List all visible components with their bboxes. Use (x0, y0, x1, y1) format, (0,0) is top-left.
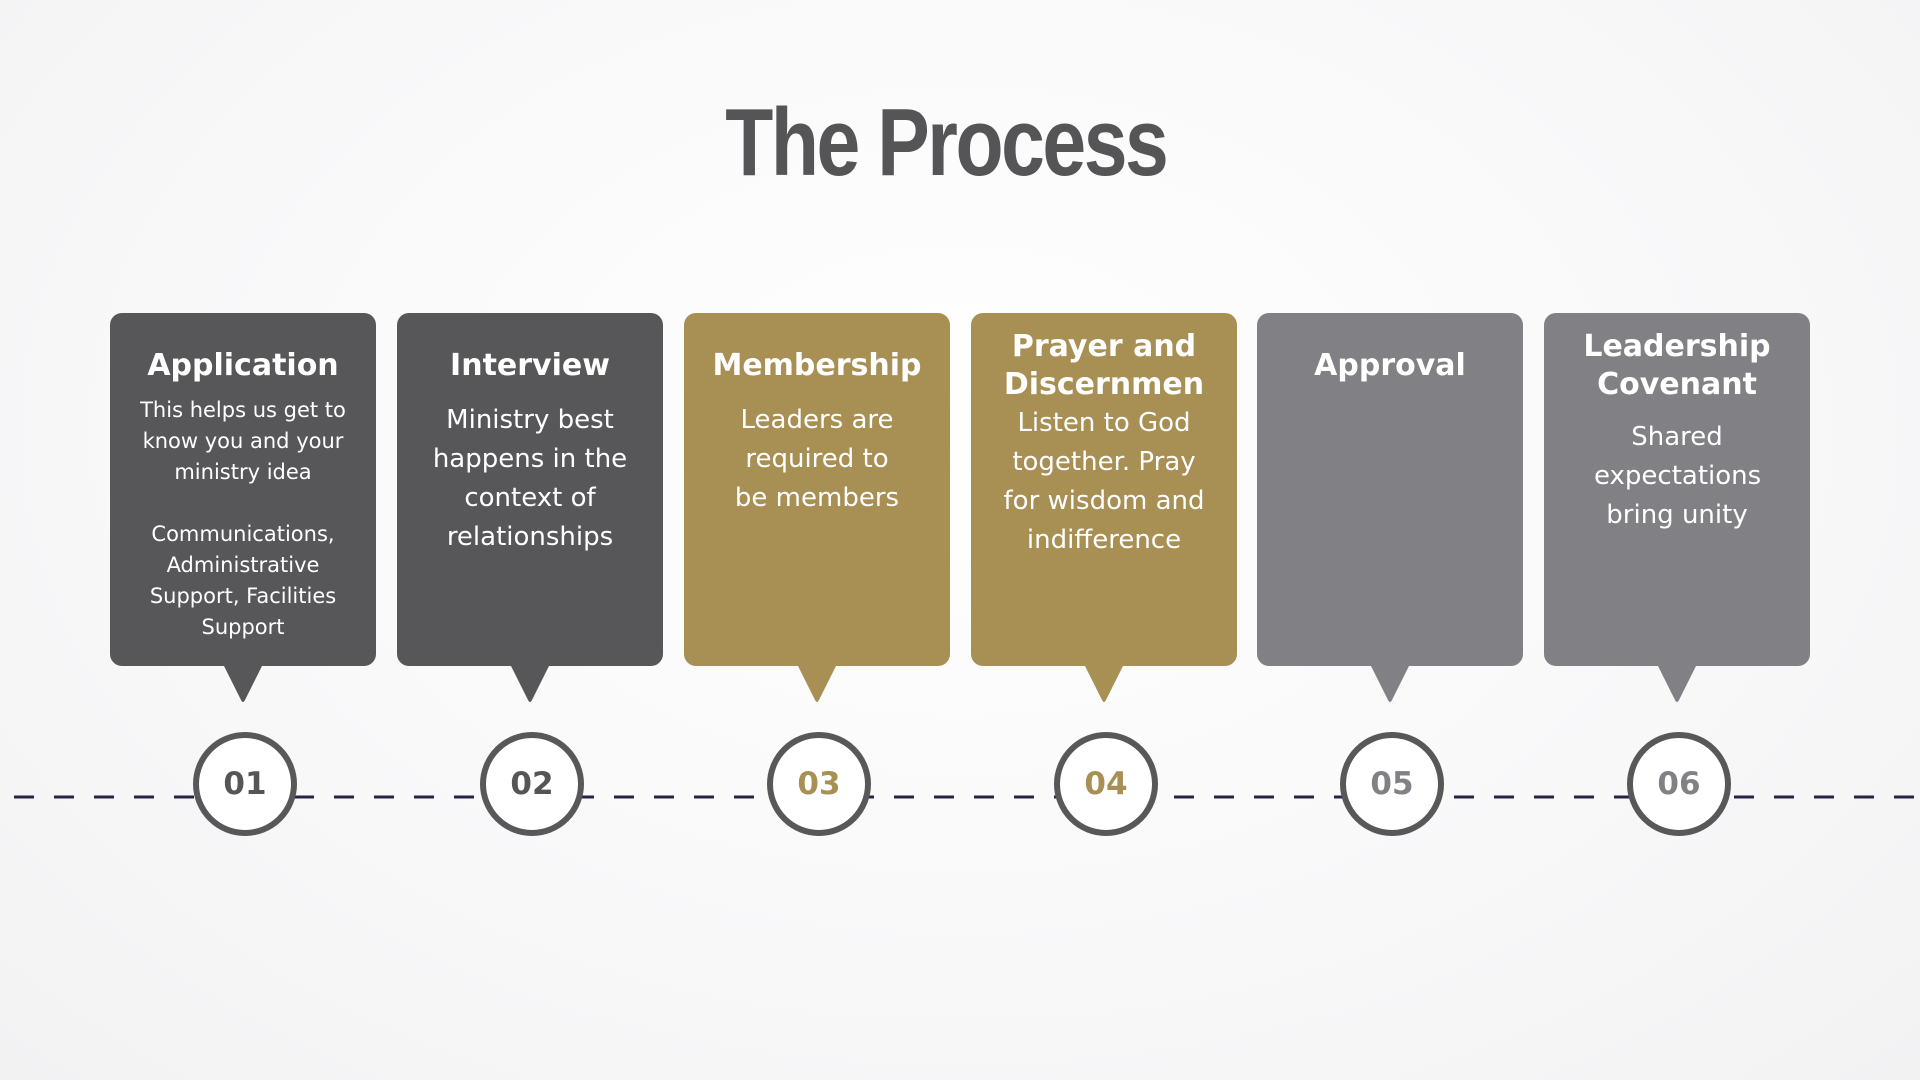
step-body: This helps us get to know you and your m… (140, 398, 346, 484)
step-card-interview: Interview Ministry best happens in the c… (397, 313, 663, 702)
card-pointer (510, 664, 550, 702)
step-heading: Leadership Covenant (1583, 329, 1771, 402)
card-pointer (223, 664, 263, 702)
step-number-03: 03 (767, 732, 871, 836)
card-pointer (1657, 664, 1697, 702)
step-number-06: 06 (1627, 732, 1731, 836)
step-card-application: Application This helps us get to know yo… (110, 313, 376, 702)
step-heading: Application (147, 348, 339, 383)
step-heading: Interview (450, 348, 610, 383)
step-body: Listen to God together. Pray for wisdom … (1003, 408, 1205, 555)
step-heading: Prayer and Discernmen (1003, 329, 1205, 402)
step-heading: Membership (712, 348, 922, 383)
step-card-prayer-and-discernment: Prayer and Discernmen Listen to God toge… (971, 313, 1237, 702)
step-card-approval: Approval (1257, 313, 1523, 702)
step-heading: Approval (1314, 348, 1466, 383)
card-pointer (1084, 664, 1124, 702)
step-card-leadership-covenant: Leadership Covenant Shared expectations … (1544, 313, 1810, 702)
step-number-04: 04 (1054, 732, 1158, 836)
step-number-05: 05 (1340, 732, 1444, 836)
step-body: Leaders are required to be members (734, 405, 900, 513)
step-number-01: 01 (193, 732, 297, 836)
card-pointer (1370, 664, 1410, 702)
step-body: Shared expectations bring unity (1594, 422, 1762, 530)
card-pointer (797, 664, 837, 702)
step-body-secondary: Communications, Administrative Support, … (149, 522, 337, 639)
step-number-02: 02 (480, 732, 584, 836)
step-body: Ministry best happens in the context of … (432, 405, 628, 552)
step-card-membership: Membership Leaders are required to be me… (684, 313, 950, 702)
page-title: The Process (725, 89, 1169, 196)
